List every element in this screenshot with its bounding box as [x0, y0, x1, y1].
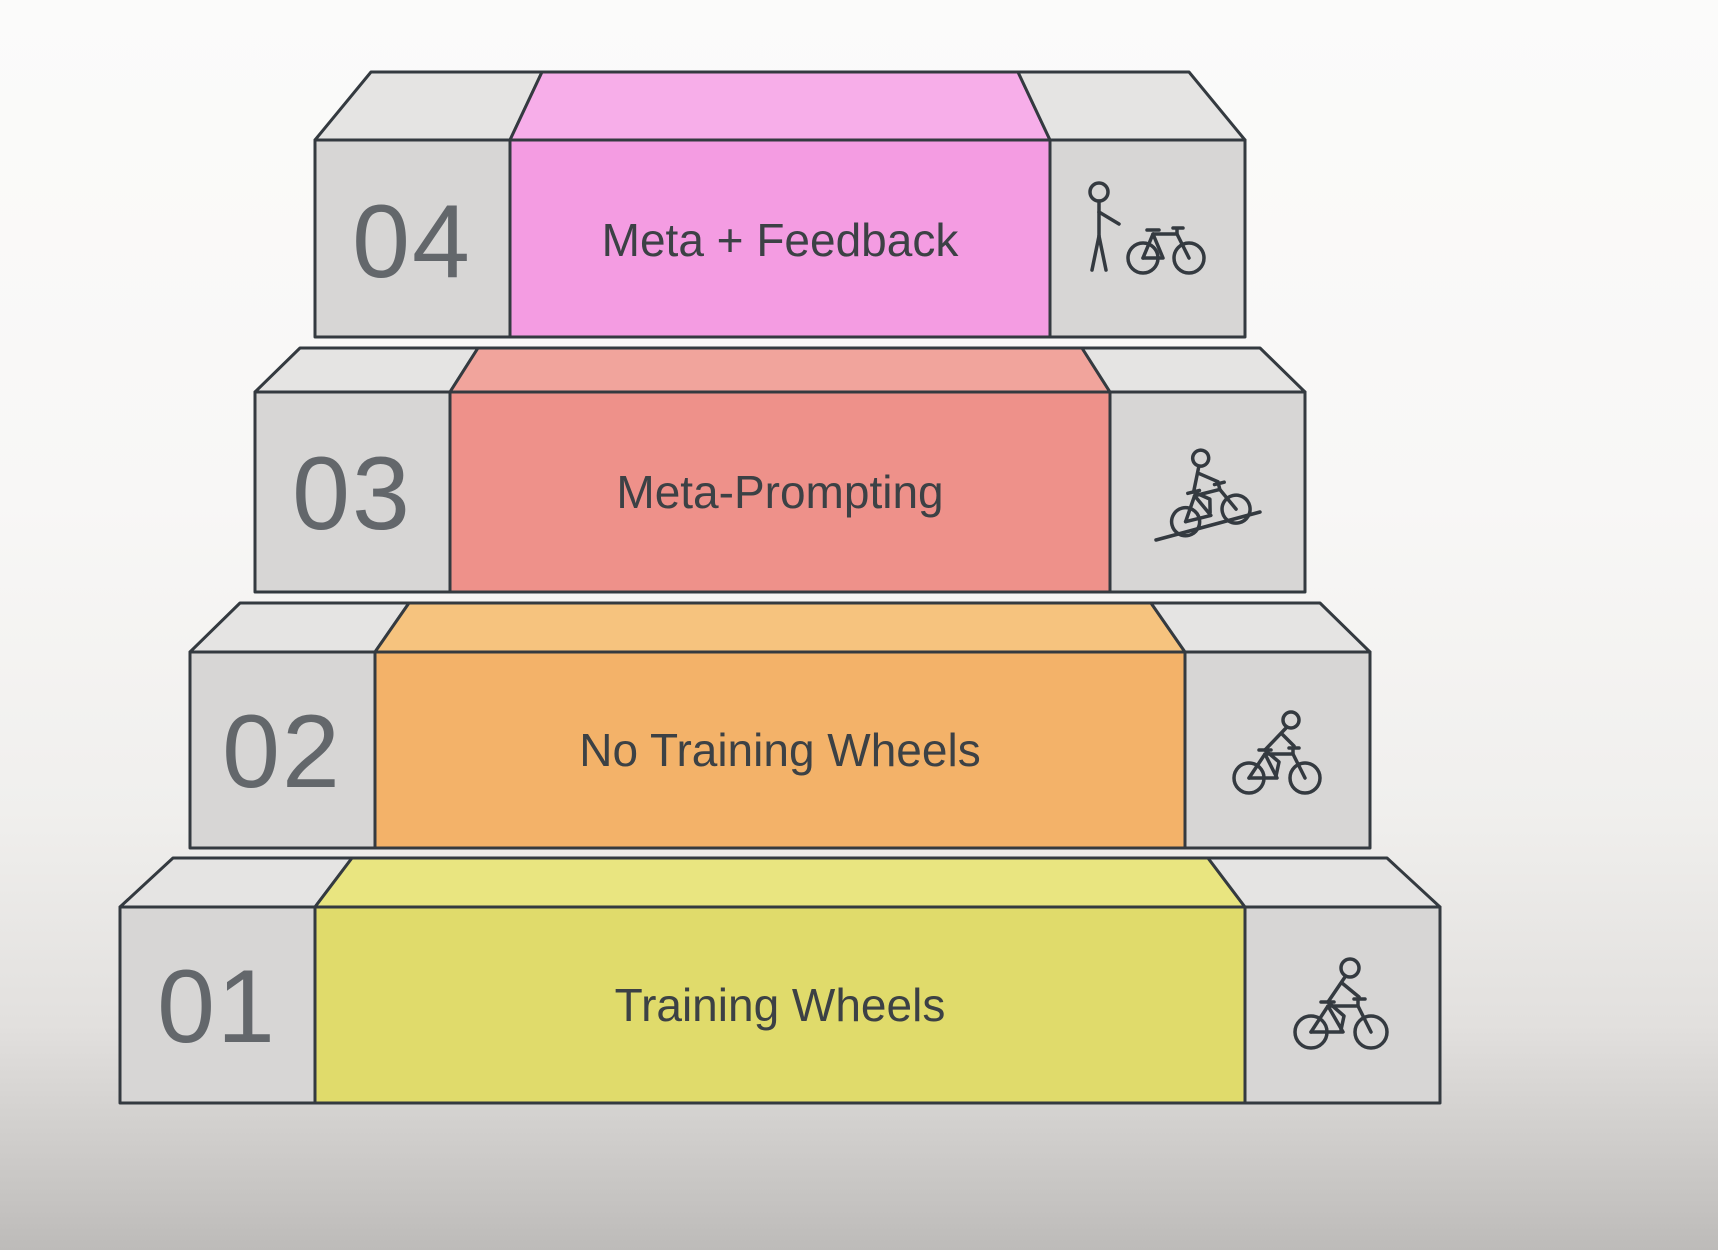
step-3-label: Meta-Prompting	[616, 466, 943, 518]
person-with-bike-icon	[1088, 181, 1206, 275]
step-2-label: No Training Wheels	[579, 724, 980, 776]
leaning-cyclist-icon	[1232, 710, 1322, 795]
step-3-number: 03	[292, 436, 412, 552]
step-2-top-left-face	[188, 601, 411, 654]
step-4-number: 04	[352, 184, 472, 300]
step-3-top-left-face	[253, 346, 480, 394]
step-3-top-right-face	[1080, 346, 1307, 394]
step-1-label: Training Wheels	[615, 979, 946, 1031]
step-4-top-right-face	[1016, 70, 1247, 142]
step-2-icon-block	[1183, 650, 1372, 850]
step-4-top-left-face	[313, 70, 544, 142]
step-1-top-right-face	[1206, 856, 1442, 909]
step-3-top-center-face	[448, 346, 1112, 394]
step-2-top-center-face	[373, 601, 1187, 654]
step-2-top-right-face	[1149, 601, 1372, 654]
step-1: 01 Training Wheels	[118, 856, 1442, 1105]
cyclist-icon	[1293, 957, 1389, 1050]
step-4: 04 Meta + Feedback	[313, 70, 1247, 339]
step-2: 02 No Training Wheels	[188, 601, 1372, 850]
step-4-icon-block	[1048, 138, 1247, 339]
uphill-cyclist-icon	[1154, 448, 1262, 542]
step-1-top-left-face	[118, 856, 354, 909]
step-1-top-center-face	[313, 856, 1247, 909]
step-3: 03 Meta-Prompting	[253, 346, 1307, 594]
step-2-number: 02	[222, 694, 342, 810]
step-4-top-center-face	[508, 70, 1052, 142]
step-4-label: Meta + Feedback	[602, 214, 960, 266]
step-1-number: 01	[157, 949, 277, 1065]
